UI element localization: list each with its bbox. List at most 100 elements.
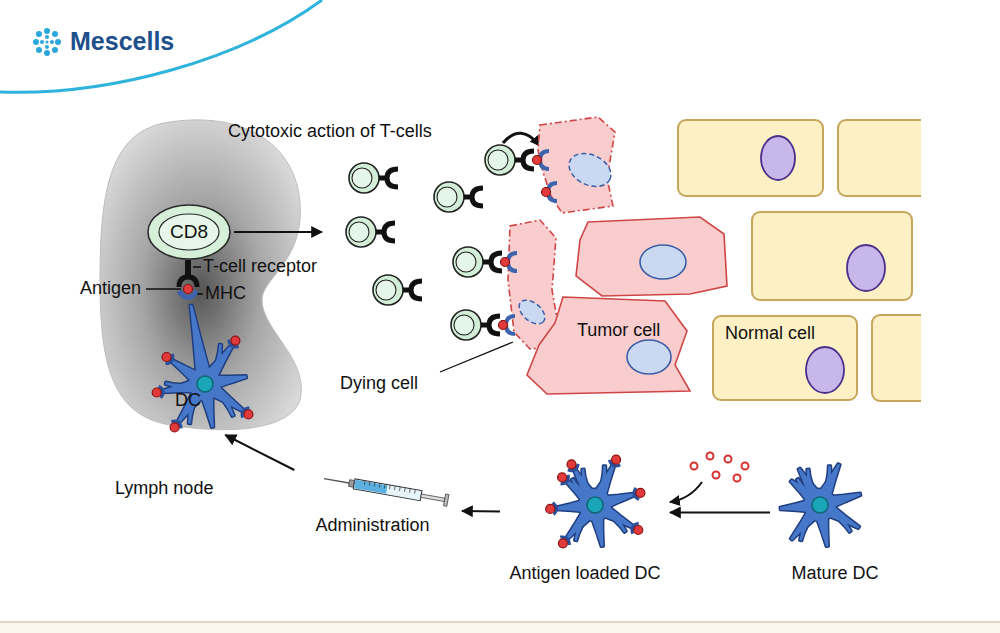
dendritic-cell-outline bbox=[170, 423, 179, 432]
antigen-mhc bbox=[533, 156, 542, 165]
syringe-outline bbox=[399, 487, 401, 491]
syringe-outline bbox=[404, 488, 406, 492]
syringe-outline bbox=[384, 484, 386, 488]
syringe-outline bbox=[379, 483, 381, 487]
dendritic-cell-outline bbox=[575, 521, 584, 541]
t-cell bbox=[453, 247, 502, 277]
logo-icon bbox=[33, 39, 39, 45]
syringe-outline bbox=[409, 489, 411, 493]
t-cell: CD8 bbox=[146, 203, 232, 261]
t-cell bbox=[485, 145, 534, 175]
dendritic-cell-outline bbox=[612, 514, 627, 532]
logo-icon bbox=[33, 28, 61, 56]
free-antigen bbox=[734, 475, 741, 482]
caption-text: Cytotoxic action of T-cells bbox=[228, 121, 503, 142]
node-text: Normal cell bbox=[725, 323, 855, 344]
dying-tumor-cell bbox=[564, 147, 617, 193]
dendritic-cell-outline bbox=[215, 344, 222, 364]
logo-icon bbox=[40, 40, 44, 44]
tumor-cell-outline bbox=[627, 340, 671, 374]
logo-icon bbox=[46, 41, 49, 44]
footer-strip bbox=[0, 622, 1000, 633]
logo-icon bbox=[44, 28, 50, 34]
logo-icon bbox=[52, 31, 58, 37]
logo-icon bbox=[45, 45, 49, 49]
syringe-outline bbox=[353, 479, 422, 501]
attack-arrow bbox=[503, 133, 540, 146]
normal-cell bbox=[761, 136, 795, 180]
attack-arrow bbox=[503, 133, 540, 146]
normal-cell-outline bbox=[806, 347, 844, 393]
normal-cell bbox=[678, 120, 823, 196]
dendritic-cell-outline bbox=[222, 396, 235, 416]
activation-arrow bbox=[234, 231, 322, 233]
normal-cell bbox=[847, 245, 885, 291]
leader-line bbox=[146, 288, 181, 290]
dendritic-cell-outline bbox=[612, 455, 621, 464]
normal-cell bbox=[838, 120, 921, 196]
logo-icon bbox=[52, 47, 58, 53]
dendritic-cell-outline bbox=[804, 489, 836, 521]
logo-icon bbox=[55, 39, 61, 45]
dendritic-cell-outline bbox=[601, 466, 608, 485]
normal-cell-outline bbox=[713, 316, 857, 400]
dendritic-cell-outline bbox=[812, 497, 828, 513]
logo-arc bbox=[0, 0, 322, 92]
logo-icon bbox=[50, 40, 54, 44]
node-text: Lymph node bbox=[115, 478, 265, 499]
logo-icon bbox=[36, 31, 42, 37]
flow-arrow bbox=[462, 510, 500, 513]
normal-cell: Normal cell bbox=[712, 315, 858, 401]
dendritic-cell-outline bbox=[837, 514, 852, 532]
normal-cell bbox=[752, 212, 912, 300]
leader-line bbox=[440, 342, 513, 372]
dendritic-cell-outline bbox=[197, 376, 213, 392]
tumor-cell bbox=[576, 217, 727, 296]
node-text: Mature DC bbox=[760, 563, 910, 584]
dendritic-cell-outline bbox=[244, 410, 253, 419]
footer-strip bbox=[0, 622, 1000, 633]
dendritic-cell-outline bbox=[796, 478, 808, 494]
node-text: DC bbox=[175, 390, 215, 411]
logo-icon bbox=[45, 35, 49, 39]
leader-line bbox=[197, 293, 203, 295]
dendritic-cell: Mature DC bbox=[770, 445, 900, 580]
dendritic-cell-outline bbox=[634, 526, 643, 535]
syringe-outline bbox=[389, 485, 391, 489]
logo-icon bbox=[36, 47, 42, 53]
t-cell bbox=[451, 310, 500, 340]
leader-line bbox=[193, 266, 201, 268]
dendritic-cell-outline bbox=[579, 489, 611, 521]
dendritic-cell-outline bbox=[770, 445, 900, 580]
activation-arrow bbox=[234, 232, 322, 233]
t-cell bbox=[349, 163, 398, 193]
logo-text: Mescells bbox=[70, 27, 210, 56]
free-antigen bbox=[691, 453, 749, 482]
free-antigen bbox=[707, 453, 714, 460]
syringe-outline bbox=[369, 482, 371, 486]
syringe-outline bbox=[444, 494, 449, 506]
dendritic-cell-outline bbox=[162, 353, 171, 362]
antigen-mhc bbox=[179, 285, 197, 298]
antigen-mhc bbox=[501, 258, 510, 267]
dendritic-cell-outline bbox=[581, 469, 588, 487]
dying-tumor-cell bbox=[515, 295, 550, 328]
syringe-outline bbox=[324, 479, 349, 483]
part-label: T-cell receptor bbox=[203, 256, 393, 277]
tumor-cell bbox=[640, 245, 686, 279]
dendritic-cell-outline bbox=[231, 336, 240, 345]
dendritic-cell-outline bbox=[500, 445, 670, 580]
dendritic-cell-outline bbox=[800, 521, 809, 541]
syringe-outline bbox=[364, 481, 366, 485]
free-antigen bbox=[742, 463, 749, 470]
t-cell bbox=[434, 182, 483, 212]
footer-strip bbox=[0, 621, 1000, 623]
dendritic-cell: DC bbox=[145, 322, 270, 442]
node-text: Administration bbox=[290, 515, 455, 536]
loading-arrow bbox=[670, 482, 702, 502]
dendritic-cell-outline bbox=[826, 466, 833, 485]
